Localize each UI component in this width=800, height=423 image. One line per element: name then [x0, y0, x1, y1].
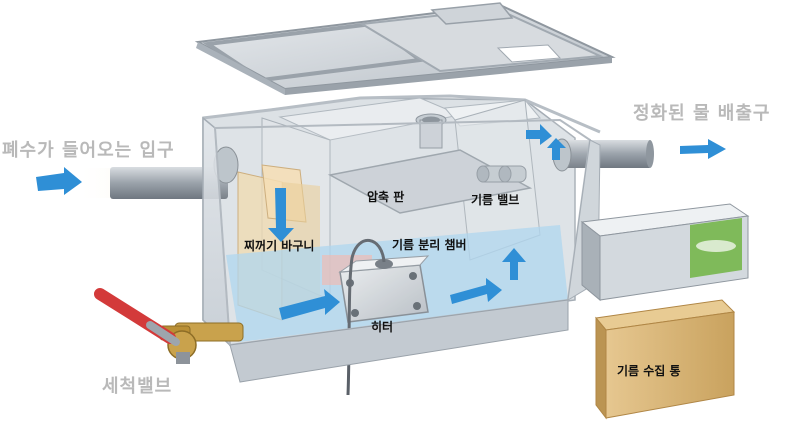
- cleaning-valve-label: 세척밸브: [102, 376, 173, 397]
- flow-arrow-icon: [36, 124, 726, 320]
- inlet-label: 폐수가 들어오는 입구: [2, 140, 175, 161]
- grease-valve-label: 기름 밸브: [471, 193, 520, 207]
- grease-chamber-label: 기름 분리 챔버: [392, 238, 467, 252]
- outlet-label: 정화된 물 배출구: [633, 103, 771, 124]
- inlet-pipe: [75, 146, 239, 199]
- heater-label: 히터: [371, 320, 394, 334]
- grease-separator-box: [580, 203, 750, 302]
- outlet-pipe: [552, 138, 654, 172]
- grease-container-label: 기름 수집 통: [617, 364, 681, 378]
- heater-unit: [338, 255, 430, 323]
- debris-basket-label: 찌꺼기 바구니: [244, 239, 315, 253]
- grease-container: [595, 299, 736, 420]
- tank-body: [202, 94, 601, 396]
- tank-lid: [194, 2, 616, 95]
- valve-handle-icon: [94, 288, 244, 364]
- compression-plate-label: 압축 판: [367, 190, 405, 204]
